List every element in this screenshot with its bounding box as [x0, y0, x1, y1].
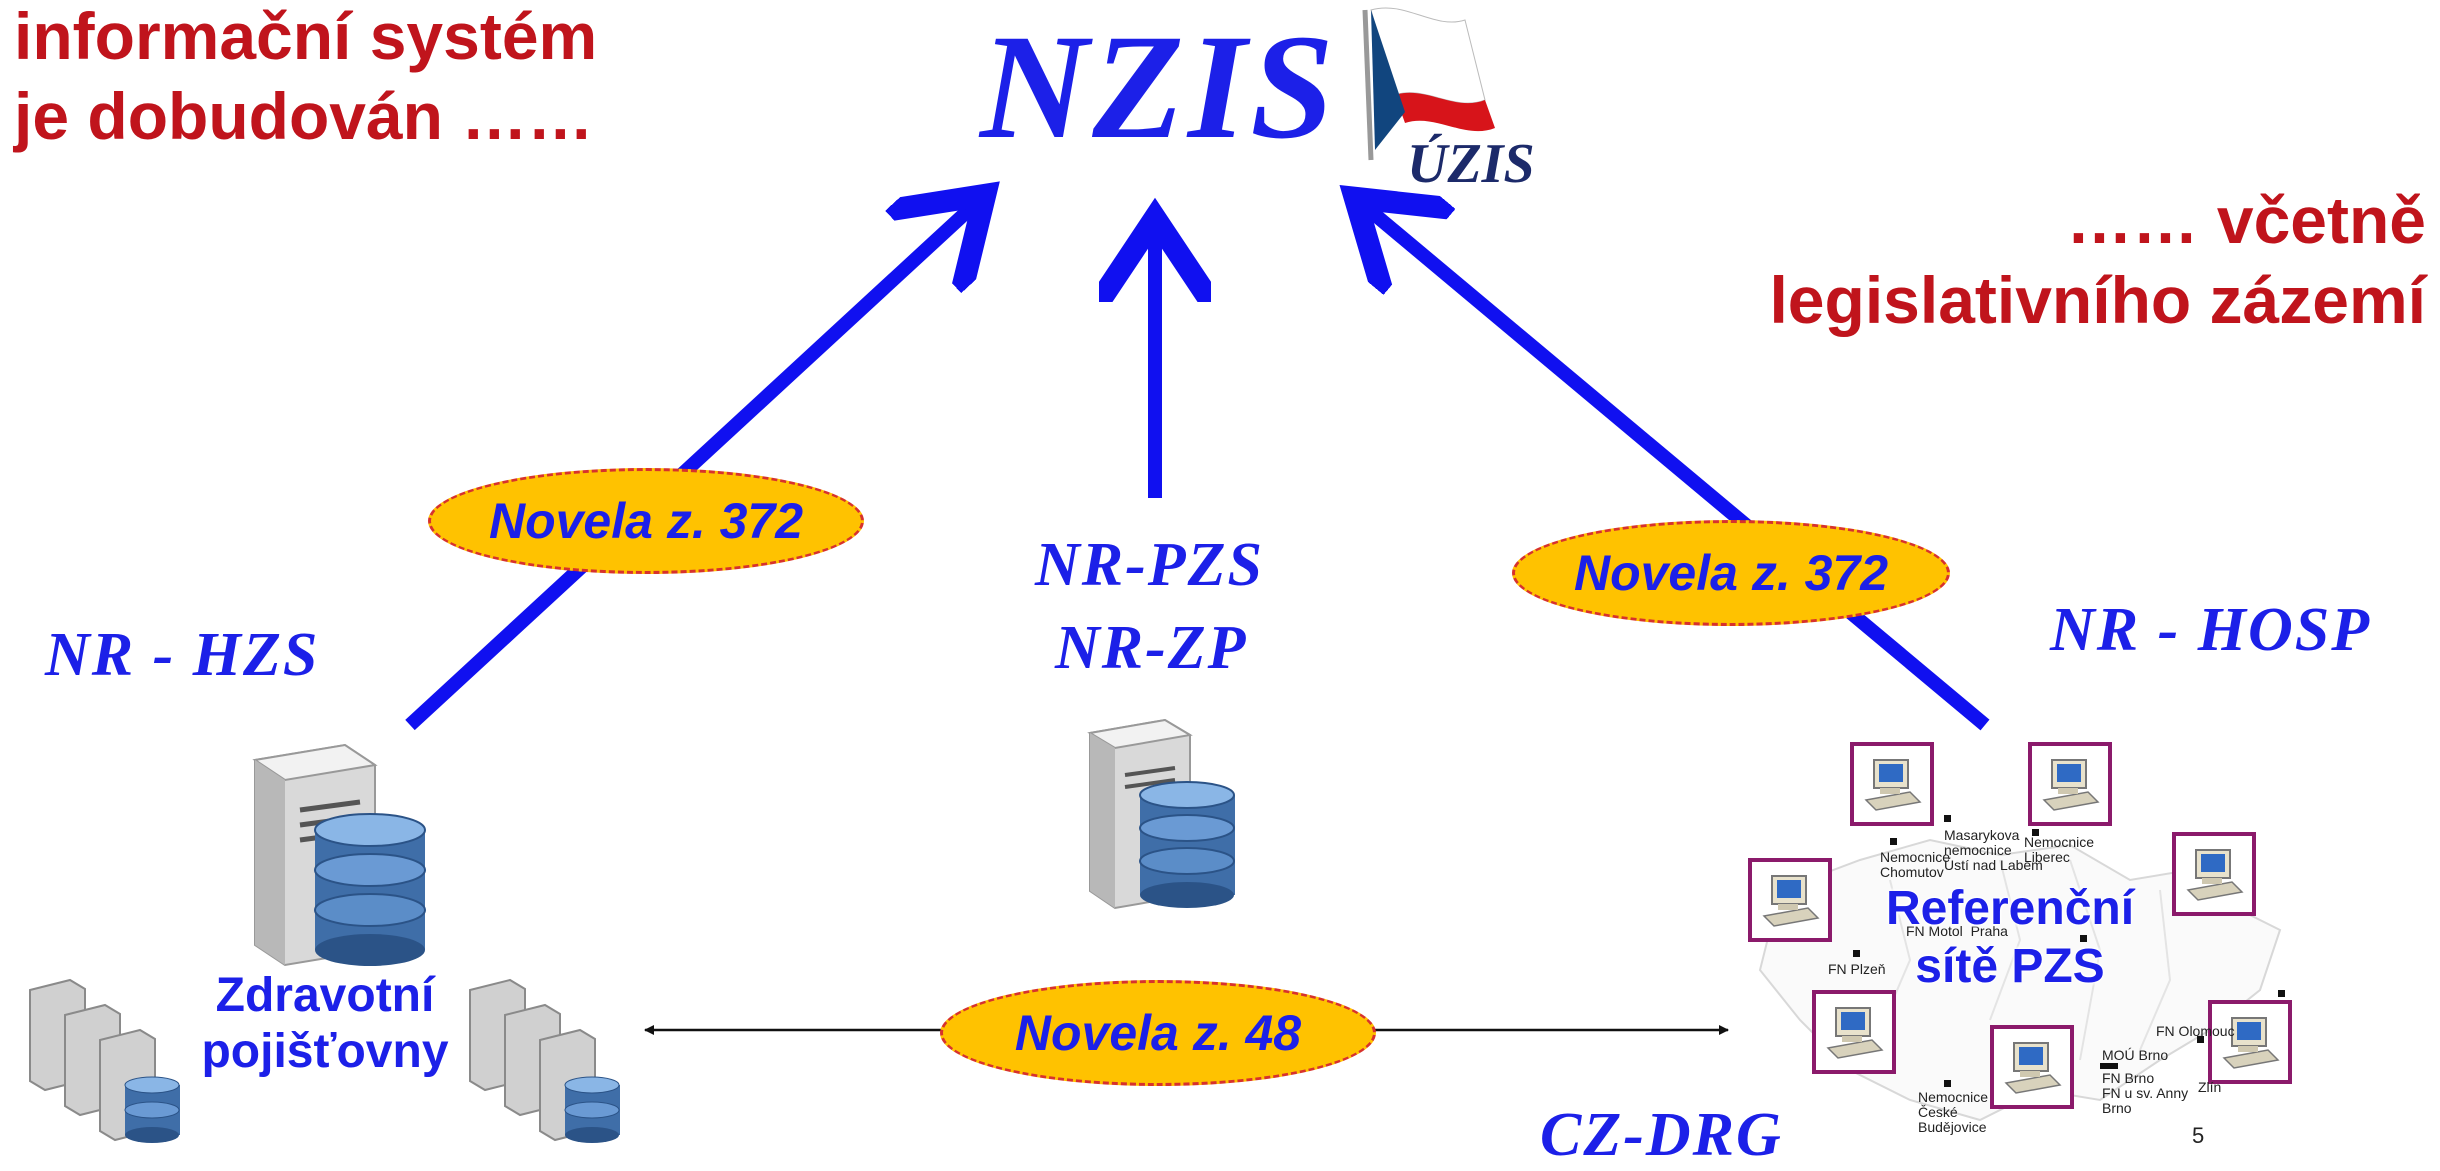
- city-label-masaryk: Masarykova nemocnice Ústí nad Labem: [1944, 827, 2043, 873]
- server-database-icon-center: [1087, 718, 1235, 910]
- slide-number: 5: [2192, 1123, 2205, 1148]
- label-nr-zp: NR-ZP: [1055, 614, 1248, 682]
- computer-icon: [1990, 1025, 2074, 1109]
- uzis-text: ÚZIS: [1407, 133, 1535, 195]
- title-left: informační systém je dobudován ……: [14, 0, 597, 156]
- uzis-logo: ÚZIS: [1362, 7, 1535, 195]
- nzis-logo-text: NZIS: [980, 4, 1338, 170]
- ellipse-novela-372-left: Novela z. 372: [428, 468, 864, 574]
- insurers-label-line2: pojišťovny: [201, 1025, 449, 1078]
- city-marker: [2032, 829, 2039, 836]
- title-right-line2: legislativního zázemí: [1769, 263, 2426, 337]
- computer-icon: [2028, 742, 2112, 826]
- label-cz-drg: CZ-DRG: [1540, 1101, 1783, 1169]
- computer-icon: [2172, 832, 2256, 916]
- map-title-line2: sítě PZS: [1915, 940, 2105, 993]
- city-marker: [1944, 815, 1951, 822]
- server-cluster-icon-right: [469, 978, 620, 1143]
- city-label-chomutov: Nemocnice Chomutov: [1880, 849, 1951, 880]
- server-database-icon-left: [252, 743, 426, 967]
- city-label-brno: MOÚ Brno FN Brno FN u sv. Anny Brno: [2102, 1047, 2189, 1116]
- title-left-line2: je dobudován ……: [14, 79, 594, 153]
- title-right-line1: …… včetně: [2066, 183, 2426, 257]
- city-marker: [2278, 990, 2285, 997]
- computer-icon: [2208, 1000, 2292, 1084]
- title-left-line1: informační systém: [14, 0, 598, 73]
- computer-icon: [1812, 990, 1896, 1074]
- map-title: Referenční sítě PZS: [1830, 880, 2190, 996]
- label-nr-pzs: NR-PZS: [1035, 531, 1264, 599]
- label-nr-hzs: NR - HZS: [45, 621, 320, 689]
- insurers-label-line1: Zdravotní: [215, 969, 435, 1022]
- computer-icon: [1748, 858, 1832, 942]
- arrow-right: [1355, 198, 1990, 731]
- insurers-label: Zdravotní pojišťovny: [165, 968, 485, 1080]
- ellipse-novela-372-right: Novela z. 372: [1512, 520, 1950, 626]
- city-label-motol: FN Motol Praha: [1906, 923, 2008, 939]
- label-nr-hosp: NR - HOSP: [2050, 596, 2372, 664]
- city-label-budejovice: Nemocnice České Budějovice: [1918, 1089, 1989, 1135]
- city-marker: [2100, 1063, 2118, 1069]
- city-label-zlin: Zlín: [2198, 1079, 2222, 1095]
- server-cluster-icon-left: [29, 978, 180, 1143]
- city-marker: [2080, 935, 2087, 942]
- map-title-line1: Referenční: [1885, 882, 2135, 935]
- city-marker: [1853, 950, 1860, 957]
- city-label-plzen: FN Plzeň: [1828, 961, 1886, 977]
- city-marker: [1890, 838, 1897, 845]
- title-right: …… včetně legislativního zázemí: [1769, 180, 2426, 340]
- city-marker: [2197, 1036, 2204, 1043]
- ellipse-novela-48: Novela z. 48: [940, 980, 1376, 1086]
- city-label-olomouc: FN Olomouc: [2156, 1023, 2235, 1039]
- city-label-liberec: Nemocnice Liberec: [2024, 834, 2095, 865]
- city-marker: [1944, 1080, 1951, 1087]
- arrow-left: [405, 195, 985, 731]
- computer-icon: [1850, 742, 1934, 826]
